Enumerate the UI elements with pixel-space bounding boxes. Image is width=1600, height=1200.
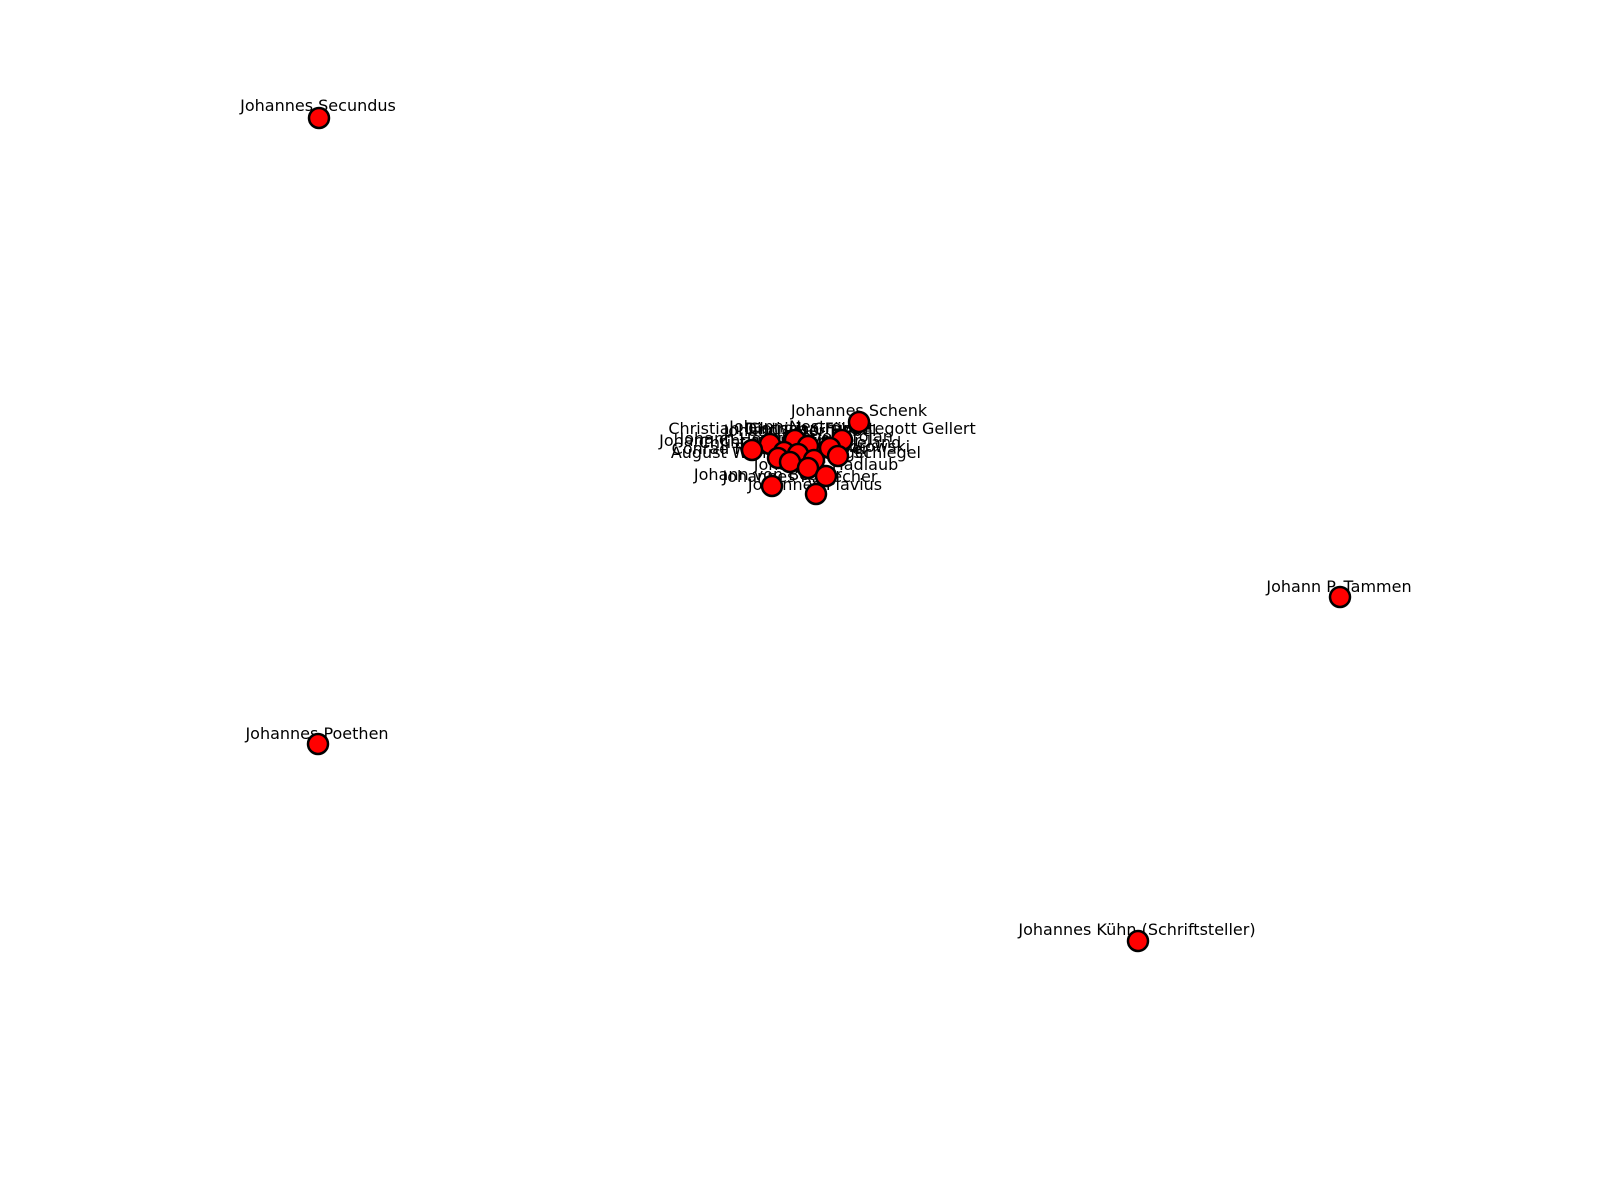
graph-node-label: Johann Nestroy [728, 417, 851, 436]
graph-node [826, 444, 850, 468]
graph-node-label: Johannes Secundus [239, 96, 396, 115]
graph-node-label: Johannes R. Becher [722, 467, 878, 486]
graph-node [740, 438, 764, 462]
graph-node [306, 732, 330, 756]
graph-node-label: Christian Dietrich Grabbe [668, 419, 871, 438]
graph-node [814, 464, 838, 488]
graph-node [760, 474, 784, 498]
graph-node [847, 410, 871, 434]
graph-node [1126, 929, 1150, 953]
nodes-layer [306, 106, 1352, 953]
graph-node [804, 482, 828, 506]
graph-node [1328, 585, 1352, 609]
graph-node-label: Johannes Schenk [790, 401, 928, 420]
graph-node-label: Johannes Kühn (Schriftsteller) [1017, 920, 1255, 939]
graph-node [307, 106, 331, 130]
graph-node [796, 456, 820, 480]
